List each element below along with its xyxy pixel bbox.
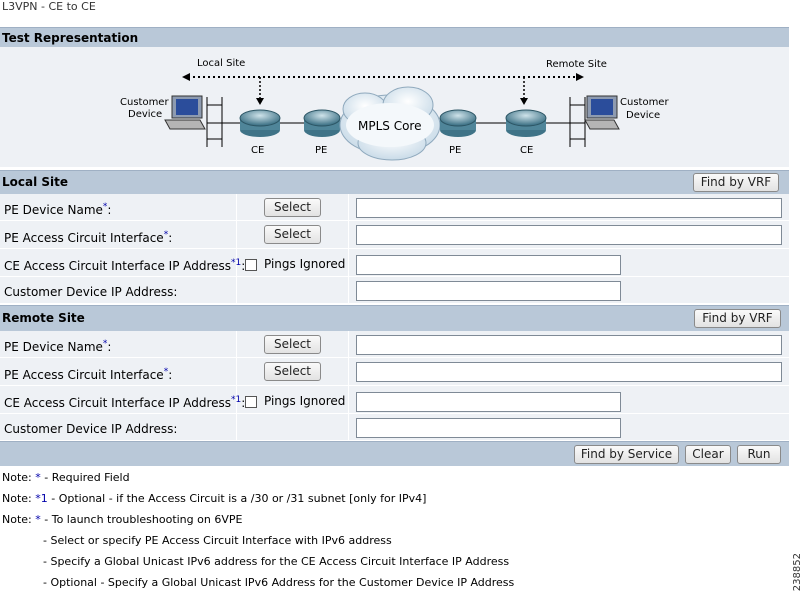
page-title: L3VPN - CE to CE xyxy=(2,0,96,13)
ce-router-icon-right xyxy=(505,109,547,137)
remote-site-header: Remote Site Find by VRF xyxy=(0,305,789,331)
remote-pe-access-label: PE Access Circuit Interface*: xyxy=(4,367,173,382)
test-representation-header: Test Representation xyxy=(0,27,789,47)
note-6vpe-item-3: - Optional - Specify a Global Unicast IP… xyxy=(43,576,515,589)
local-site-heading: Local Site xyxy=(2,175,69,189)
local-pe-access-select-button[interactable]: Select xyxy=(264,225,321,244)
find-by-service-button[interactable]: Find by Service xyxy=(574,445,679,464)
local-pe-device-select-button[interactable]: Select xyxy=(264,198,321,217)
left-customer-label-1: Customer xyxy=(120,97,169,108)
customer-computer-icon-right xyxy=(584,95,620,130)
node-label-pe-left: PE xyxy=(315,145,327,156)
remote-pe-device-row: PE Device Name*: Select xyxy=(0,331,789,358)
remote-pe-access-input[interactable] xyxy=(356,362,782,382)
remote-ce-ip-label: CE Access Circuit Interface IP Address*1… xyxy=(4,395,246,410)
local-customer-ip-row: Customer Device IP Address: xyxy=(0,277,789,304)
mpls-core-cloud-icon xyxy=(339,86,441,161)
note-6vpe-item-1: - Select or specify PE Access Circuit In… xyxy=(43,534,392,547)
left-customer-label-2: Device xyxy=(128,109,162,120)
pe-router-icon-right xyxy=(439,109,477,137)
node-label-pe-right: PE xyxy=(449,145,461,156)
local-site-header: Local Site Find by VRF xyxy=(0,170,789,194)
topology-diagram: Local Site Remote Site Customer Device xyxy=(0,47,789,167)
remote-find-by-vrf-button[interactable]: Find by VRF xyxy=(694,309,781,328)
local-ce-ip-input[interactable] xyxy=(356,255,621,275)
local-pe-device-row: PE Device Name*: Select xyxy=(0,194,789,221)
local-customer-ip-label: Customer Device IP Address: xyxy=(4,285,178,299)
remote-pe-device-input[interactable] xyxy=(356,335,782,355)
remote-pings-ignored-label: Pings Ignored xyxy=(264,394,346,408)
remote-customer-ip-row: Customer Device IP Address: xyxy=(0,414,789,441)
local-site-label: Local Site xyxy=(197,58,245,69)
remote-pe-device-select-button[interactable]: Select xyxy=(264,335,321,354)
remote-customer-ip-input[interactable] xyxy=(356,418,621,438)
local-ce-ip-label: CE Access Circuit Interface IP Address*1… xyxy=(4,258,246,273)
local-find-by-vrf-button[interactable]: Find by VRF xyxy=(693,173,779,192)
remote-site-label: Remote Site xyxy=(546,59,607,70)
right-customer-label-1: Customer xyxy=(620,97,669,108)
local-pe-device-label: PE Device Name*: xyxy=(4,202,112,217)
local-pe-access-row: PE Access Circuit Interface*: Select xyxy=(0,221,789,249)
local-pings-ignored-label: Pings Ignored xyxy=(264,257,346,271)
local-ce-ip-row: CE Access Circuit Interface IP Address*1… xyxy=(0,249,789,277)
local-customer-ip-input[interactable] xyxy=(356,281,621,301)
remote-ce-ip-row: CE Access Circuit Interface IP Address*1… xyxy=(0,386,789,414)
remote-pings-ignored-checkbox[interactable] xyxy=(245,396,257,408)
pe-router-icon-left xyxy=(303,109,341,137)
note-6vpe-item-2: - Specify a Global Unicast IPv6 address … xyxy=(43,555,510,568)
run-button[interactable]: Run xyxy=(737,445,781,464)
node-label-ce-right: CE xyxy=(520,145,533,156)
note-optional: Note: *1 - Optional - if the Access Circ… xyxy=(2,492,427,505)
remote-ce-ip-input[interactable] xyxy=(356,392,621,412)
figure-id: 238852 xyxy=(792,552,803,591)
right-customer-label-2: Device xyxy=(626,110,660,121)
note-6vpe: Note: * - To launch troubleshooting on 6… xyxy=(2,513,243,526)
remote-pe-access-row: PE Access Circuit Interface*: Select xyxy=(0,358,789,386)
customer-computer-icon-left xyxy=(164,95,206,130)
local-pe-access-label: PE Access Circuit Interface*: xyxy=(4,230,173,245)
remote-customer-ip-label: Customer Device IP Address: xyxy=(4,422,178,436)
ce-router-icon-left xyxy=(239,109,281,137)
remote-site-heading: Remote Site xyxy=(2,311,85,325)
action-bar: Find by Service Clear Run xyxy=(0,441,789,466)
local-pe-access-input[interactable] xyxy=(356,225,782,245)
mpls-core-label: MPLS Core xyxy=(358,119,421,133)
local-pings-ignored-checkbox[interactable] xyxy=(245,259,257,271)
local-pe-device-input[interactable] xyxy=(356,198,782,218)
remote-pe-access-select-button[interactable]: Select xyxy=(264,362,321,381)
node-label-ce-left: CE xyxy=(251,145,264,156)
clear-button[interactable]: Clear xyxy=(685,445,731,464)
remote-pe-device-label: PE Device Name*: xyxy=(4,339,112,354)
note-required: Note: * - Required Field xyxy=(2,471,130,484)
